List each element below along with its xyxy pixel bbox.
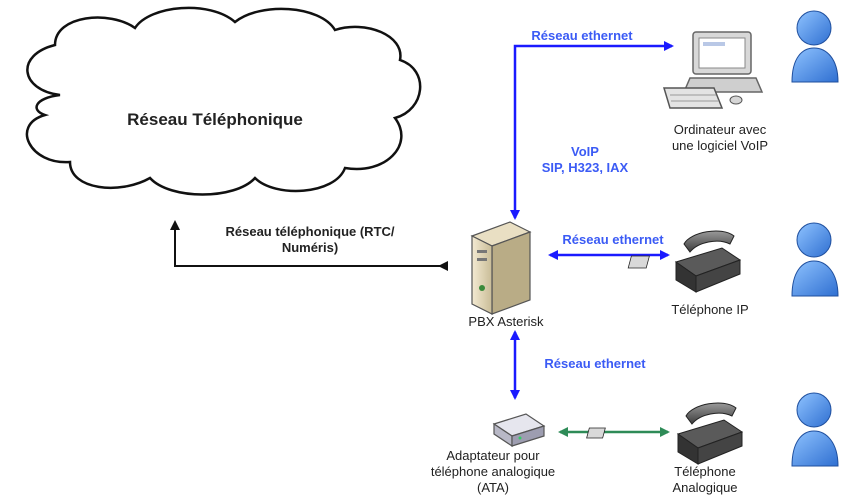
computer-ethernet-label: Réseau ethernet	[531, 28, 633, 43]
ata-label: Adaptateur pour téléphone analogique (AT…	[408, 448, 578, 496]
ata-label-line1: Adaptateur pour	[446, 448, 540, 463]
analog-phone-label-line2: Analogique	[672, 480, 738, 495]
analog-phone-label-line1: Téléphone	[674, 464, 736, 479]
ata-adapter-icon	[492, 413, 546, 448]
ata-label-line3: (ATA)	[476, 480, 509, 495]
ip-phone-ethernet-label: Réseau ethernet	[562, 232, 664, 247]
analog-phone-icon	[586, 402, 744, 465]
voip-label-line2: SIP, H323, IAX	[541, 160, 629, 175]
pbx-server-icon	[470, 221, 532, 315]
pstn-link-arrow	[170, 220, 448, 271]
cloud-label: Réseau Téléphonique	[127, 110, 303, 129]
pbx-label: PBX Asterisk	[468, 314, 544, 329]
pstn-link-label-line2: Numéris)	[281, 240, 339, 255]
ip-phone-label: Téléphone IP	[671, 302, 749, 317]
voip-protocols-label: VoIP SIP, H323, IAX	[520, 144, 650, 176]
user-icon-ip-phone	[791, 222, 839, 297]
computer-ethernet-arrow	[510, 41, 674, 220]
computer-label: Ordinateur avec une logiciel VoIP	[640, 122, 800, 154]
user-icon-computer	[791, 10, 839, 83]
computer-icon	[662, 31, 764, 109]
ip-phone-icon	[627, 230, 742, 293]
ata-label-line2: téléphone analogique	[430, 464, 556, 479]
voip-label-line1: VoIP	[571, 144, 599, 159]
pstn-link-label-line1: Réseau téléphonique (RTC/	[225, 224, 395, 239]
computer-label-line1: Ordinateur avec	[673, 122, 767, 137]
computer-label-line2: une logiciel VoIP	[671, 138, 769, 153]
analog-phone-label: Téléphone Analogique	[640, 464, 770, 496]
user-icon-analog-phone	[791, 392, 839, 467]
cloud-shape	[25, 6, 422, 196]
pstn-link-label: Réseau téléphonique (RTC/ Numéris)	[190, 224, 430, 256]
ata-ethernet-label: Réseau ethernet	[544, 356, 646, 371]
